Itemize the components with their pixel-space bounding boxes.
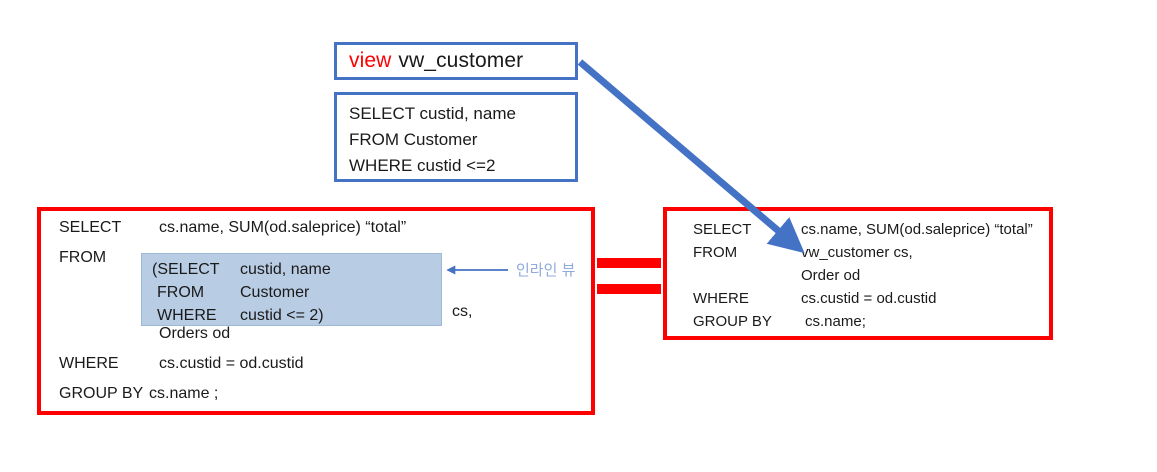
- sql-keyword: GROUP BY: [59, 385, 144, 402]
- view-definition-header: view vw_customer: [334, 42, 578, 80]
- equals-sign-bar-bottom: [597, 284, 661, 294]
- sql-value: vw_customer cs,: [801, 244, 913, 261]
- inline-view-subquery: (SELECT custid, name FROM Customer WHERE…: [141, 253, 442, 326]
- sql-value: Order od: [801, 267, 861, 284]
- inline-view-query-box: SELECT cs.name, SUM(od.saleprice) “total…: [37, 207, 595, 415]
- view-definition-body: SELECT custid, name FROM Customer WHERE …: [334, 92, 578, 182]
- sql-keyword: FROM: [157, 284, 205, 301]
- sql-keyword: WHERE: [59, 355, 119, 372]
- inline-view-annotation-label: 인라인 뷰: [516, 262, 576, 279]
- equals-sign-bar-top: [597, 258, 661, 268]
- sql-value: cs.name;: [805, 313, 866, 330]
- sql-value: cs.custid = od.custid: [159, 355, 304, 372]
- view-query-box: SELECT cs.name, SUM(od.saleprice) “total…: [663, 207, 1053, 340]
- sql-value: custid <= 2): [240, 307, 324, 324]
- sql-keyword: GROUP BY: [693, 313, 772, 330]
- sql-line: FROM Customer: [152, 281, 441, 304]
- sql-value: cs.custid = od.custid: [801, 290, 937, 307]
- sql-value: cs.name ;: [149, 385, 219, 402]
- sql-value: cs.name, SUM(od.saleprice) “total”: [801, 221, 1033, 238]
- view-body-line: SELECT custid, name: [349, 104, 516, 123]
- view-keyword: view: [349, 49, 392, 72]
- sql-value: Orders od: [159, 325, 231, 342]
- sql-value: custid, name: [240, 261, 331, 278]
- sql-keyword: WHERE: [157, 307, 217, 324]
- view-body-line: WHERE custid <=2: [349, 156, 496, 175]
- sql-line: (SELECT custid, name: [152, 258, 441, 281]
- view-name: vw_customer: [398, 49, 524, 72]
- sql-keyword: (SELECT: [152, 261, 220, 278]
- sql-keyword: SELECT: [693, 221, 752, 238]
- sql-value: Customer: [240, 284, 310, 301]
- sql-keyword: WHERE: [693, 290, 749, 307]
- sql-keyword: SELECT: [59, 219, 122, 236]
- inline-view-alias: cs,: [452, 303, 473, 320]
- sql-line: WHERE custid <= 2): [152, 304, 441, 327]
- sql-value: cs.name, SUM(od.saleprice) “total”: [159, 219, 407, 236]
- view-body-line: FROM Customer: [349, 130, 478, 149]
- sql-keyword: FROM: [693, 244, 738, 261]
- sql-keyword: FROM: [59, 249, 107, 266]
